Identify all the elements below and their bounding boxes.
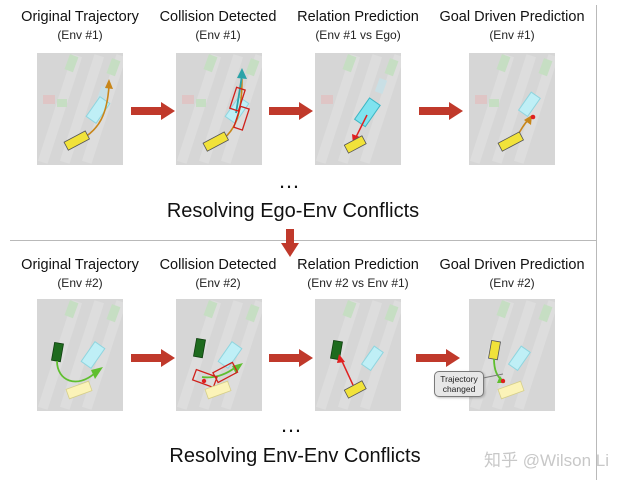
row1-panel4-scene (469, 53, 555, 165)
row2-flow-arrow-1 (131, 349, 175, 372)
callout-line-1: Trajectory (440, 374, 478, 384)
row1-panel1-title: Original Trajectory (21, 9, 139, 25)
trajectory-changed-callout: Trajectory changed (434, 371, 484, 397)
row2-panel1-scene (37, 299, 123, 411)
row2-ellipsis: … (280, 412, 304, 437)
row1-panel1-scene (37, 53, 123, 165)
watermark: 知乎 @Wilson Li (484, 451, 609, 470)
row2-section-label: Resolving Env-Env Conflicts (169, 445, 421, 467)
row1-section-label: Resolving Ego-Env Conflicts (166, 200, 420, 222)
row2-flow-arrow-2 (269, 349, 313, 372)
row1-ellipsis: … (278, 168, 302, 193)
row2-panel3-subtitle: (Env #2 vs Env #1) (307, 276, 409, 290)
row1-flow-arrow-3 (419, 102, 463, 125)
row1-flow-arrow-2 (269, 102, 313, 125)
row2-panel4-title: Goal Driven Prediction (439, 257, 585, 273)
row2-panel3-title: Relation Prediction (297, 257, 419, 273)
row1-panel3-scene (315, 53, 401, 165)
row1-panel2-subtitle: (Env #1) (195, 28, 241, 42)
callout-line-2: changed (442, 383, 476, 394)
right-border (596, 5, 597, 480)
section-divider (10, 240, 596, 241)
callout-pointer (482, 372, 505, 393)
row2-flow-arrow-3 (416, 349, 460, 372)
row2-panel2-subtitle: (Env #2) (195, 276, 241, 290)
row1-panel3-subtitle: (Env #1 vs Ego) (315, 28, 401, 42)
row2-panel4-subtitle: (Env #2) (489, 276, 535, 290)
row2-panel3-scene (315, 299, 401, 411)
row1-panel1-subtitle: (Env #1) (57, 28, 103, 42)
row1-panel4-title: Goal Driven Prediction (439, 9, 585, 25)
row2-panel2-scene (176, 299, 262, 411)
row2-panel2-title: Collision Detected (159, 257, 277, 273)
row1-panel2-scene (176, 53, 262, 165)
row1-panel3-title: Relation Prediction (297, 9, 419, 25)
row1-panel4-subtitle: (Env #1) (489, 28, 535, 42)
row1-flow-arrow-1 (131, 102, 175, 125)
row2-panel1-title: Original Trajectory (21, 257, 139, 273)
row1-panel2-title: Collision Detected (159, 9, 277, 25)
row-transition-arrow (281, 229, 299, 262)
row2-panel1-subtitle: (Env #2) (57, 276, 103, 290)
